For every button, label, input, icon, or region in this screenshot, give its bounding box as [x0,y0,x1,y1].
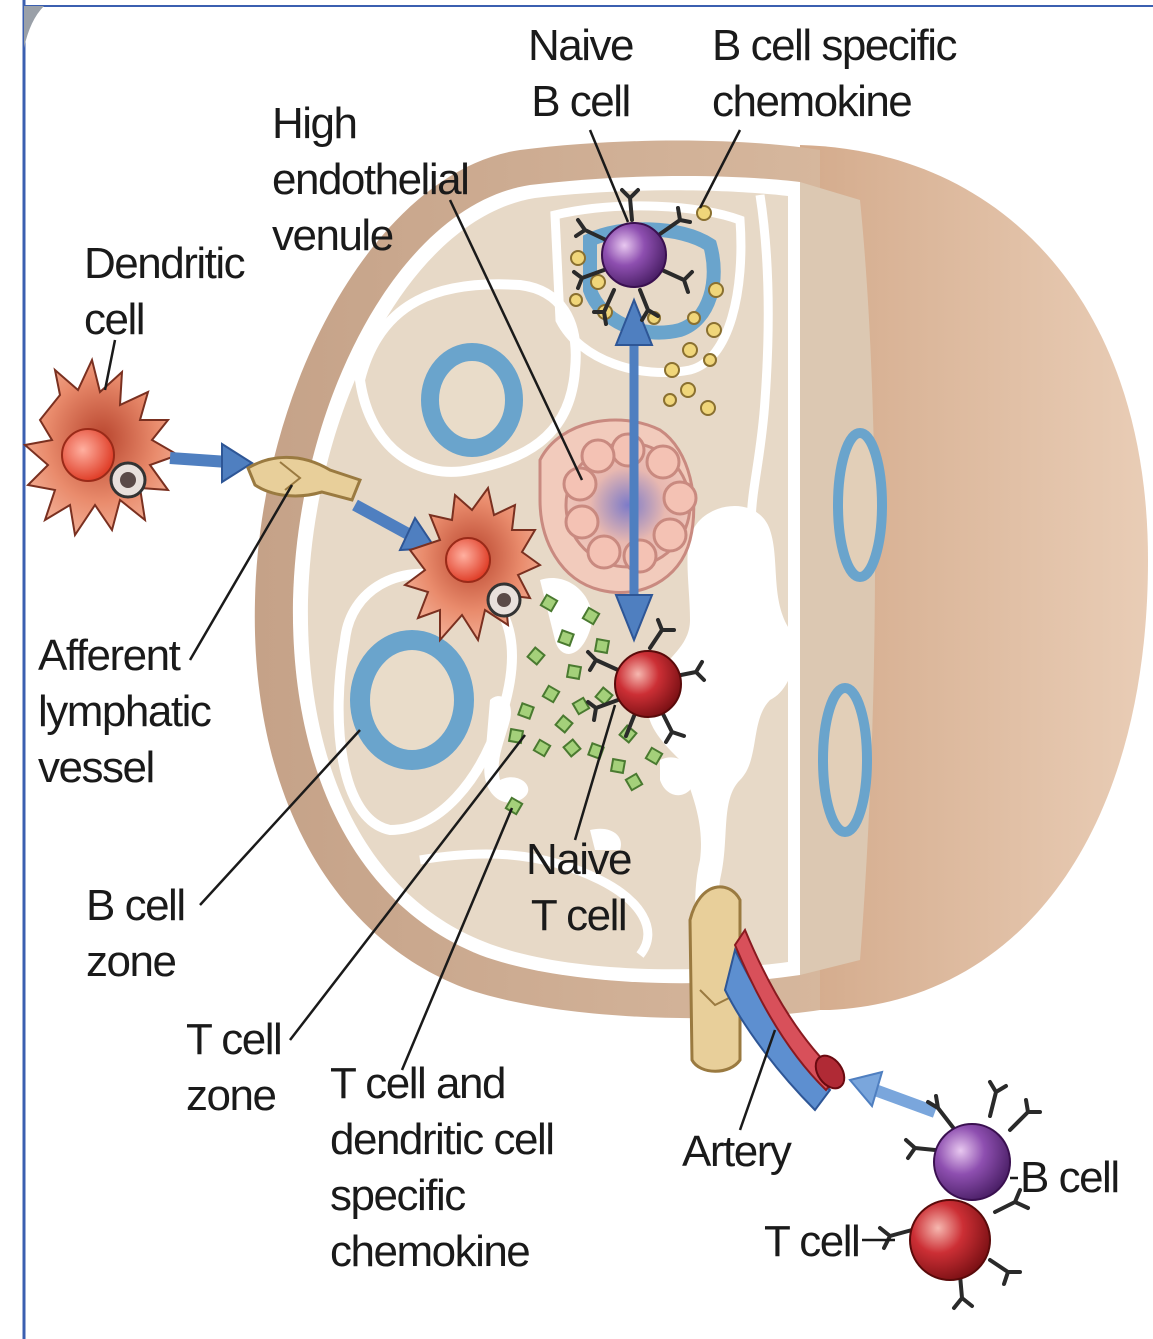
label-line: chemokine [712,74,956,130]
label-line: specific [330,1168,554,1224]
label-t-cell-zone: T cell zone [186,1012,281,1124]
t-cell-blood [880,1190,1028,1308]
frame-corner [24,6,44,48]
label-line: cell [84,292,244,348]
label-b-cell-chemokine: B cell specific chemokine [712,18,956,130]
label-t-cell-chemokine: T cell and dendritic cell specific chemo… [330,1056,554,1280]
label-line: venule [272,208,468,264]
label-line: Naive [526,832,631,888]
arrow-blood-to-artery [875,1090,935,1112]
b-follicle-1 [430,352,514,448]
label-line: zone [86,934,185,990]
b-follicle-4 [838,433,882,577]
label-t-cell: T cell [764,1214,859,1270]
label-line: B cell [1020,1150,1119,1206]
label-line: Dendritic [84,236,244,292]
label-line: vessel [38,740,210,796]
label-artery: Artery [682,1124,790,1180]
label-line: Afferent [38,628,210,684]
b-follicle-5 [823,688,867,832]
label-line: dendritic cell [330,1112,554,1168]
label-line: B cell [86,878,185,934]
label-line: zone [186,1068,281,1124]
b-follicle-2 [360,640,464,760]
label-dendritic-cell: Dendritic cell [84,236,244,348]
label-hev: High endothelial venule [272,96,468,264]
label-line: lymphatic [38,684,210,740]
label-line: T cell [764,1214,859,1270]
label-b-cell: B cell [1020,1150,1119,1206]
label-line: T cell and [330,1056,554,1112]
label-line: High [272,96,468,152]
label-b-cell-zone: B cell zone [86,878,185,990]
label-line: endothelial [272,152,468,208]
dendritic-cell-outside [25,360,178,535]
label-line: B cell [528,74,633,130]
arrow-dc-to-vessel [170,458,228,462]
label-line: T cell [186,1012,281,1068]
label-line: T cell [526,888,631,944]
label-line: Artery [682,1124,790,1180]
label-afferent-vessel: Afferent lymphatic vessel [38,628,210,796]
label-naive-t-cell: Naive T cell [526,832,631,944]
label-line: Naive [528,18,633,74]
label-line: B cell specific [712,18,956,74]
label-naive-b-cell: Naive B cell [528,18,633,130]
label-line: chemokine [330,1224,554,1280]
